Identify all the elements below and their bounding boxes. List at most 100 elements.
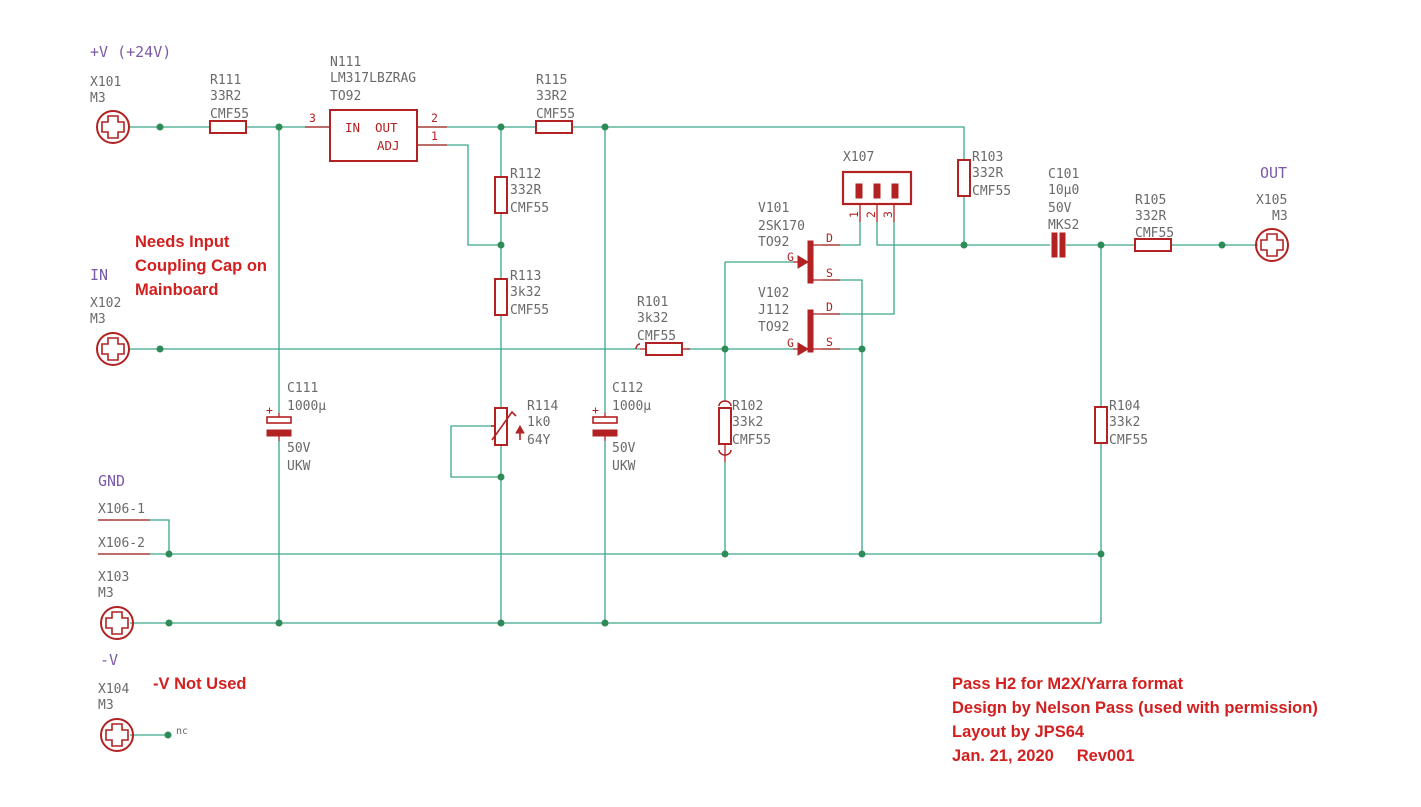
net-label-vplus: +V (+24V)	[90, 43, 171, 61]
credit-line-2: Design by Nelson Pass (used with permiss…	[952, 699, 1318, 717]
r114-ref: R114	[527, 399, 558, 414]
v102-value: J112	[758, 303, 789, 318]
resistor-r102-icon	[718, 400, 732, 462]
connector-x105-icon	[1255, 228, 1289, 262]
r111-value: 33R2	[210, 89, 241, 104]
resistor-r101-icon	[635, 342, 690, 356]
c111-ref: C111	[287, 381, 318, 396]
r103-ref: R103	[972, 150, 1003, 165]
r112-type: CMF55	[510, 201, 549, 216]
resistor-r104-icon	[1094, 406, 1108, 444]
junctions	[156, 123, 1226, 739]
n111-out-label: OUT	[375, 120, 398, 135]
v102-pin-g: G	[787, 336, 794, 350]
r111-ref: R111	[210, 73, 241, 88]
n111-pin-out: 2	[431, 111, 438, 125]
r112-value: 332R	[510, 183, 541, 198]
x107-pin-1: 1	[847, 211, 861, 218]
c112-ref: C112	[612, 381, 643, 396]
c101-voltage: 50V	[1048, 201, 1072, 216]
n111-adj-label: ADJ	[377, 138, 400, 153]
r104-ref: R104	[1109, 399, 1140, 414]
r104-value: 33k2	[1109, 415, 1140, 430]
x107-pin-2: 2	[864, 211, 878, 218]
r105-value: 332R	[1135, 209, 1166, 224]
note-input-cap-line-2: Coupling Cap on	[135, 257, 267, 275]
net-label-out: OUT	[1260, 164, 1287, 182]
credit-line-3: Layout by JPS64	[952, 723, 1085, 741]
resistor-r115-icon	[535, 120, 573, 134]
x103-ref: X103	[98, 570, 129, 585]
x104-value: M3	[98, 698, 114, 713]
x105-ref: X105	[1256, 193, 1287, 208]
r115-type: CMF55	[536, 107, 575, 122]
x102-ref: X102	[90, 296, 121, 311]
connector-x102-icon	[96, 332, 130, 366]
credit-line-4: Jan. 21, 2020 Rev001	[952, 747, 1135, 765]
v102-package: TO92	[758, 320, 789, 335]
x106-1-label: X106-1	[98, 502, 145, 517]
x101-value: M3	[90, 91, 106, 106]
r103-type: CMF55	[972, 184, 1011, 199]
connector-x103-icon	[100, 606, 134, 640]
r113-ref: R113	[510, 269, 541, 284]
capacitor-c101-icon	[1051, 232, 1066, 258]
r115-value: 33R2	[536, 89, 567, 104]
net-label-vminus: -V	[100, 651, 118, 669]
c111-value: 1000µ	[287, 399, 326, 414]
r112-ref: R112	[510, 167, 541, 182]
x101-ref: X101	[90, 75, 121, 90]
r103-value: 332R	[972, 166, 1003, 181]
x104-ref: X104	[98, 682, 129, 697]
x106-2-label: X106-2	[98, 536, 145, 551]
v101-pin-d: D	[826, 231, 833, 245]
resistor-r103-icon	[957, 159, 971, 197]
x105-value: M3	[1272, 209, 1288, 224]
jfet-v101-icon	[793, 240, 840, 284]
potentiometer-r114-icon	[491, 407, 525, 446]
r105-ref: R105	[1135, 193, 1166, 208]
n111-pin-adj: 1	[431, 129, 438, 143]
r114-value: 1k0	[527, 415, 550, 430]
connector-x101-icon	[96, 110, 130, 144]
c111-voltage: 50V	[287, 441, 311, 456]
c112-value: 1000µ	[612, 399, 651, 414]
r111-type: CMF55	[210, 107, 249, 122]
r102-value: 33k2	[732, 415, 763, 430]
net-label-in: IN	[90, 266, 108, 284]
svg-text:+: +	[592, 403, 599, 417]
wires	[98, 126, 1258, 736]
credit-line-1: Pass H2 for M2X/Yarra format	[952, 675, 1184, 693]
v101-value: 2SK170	[758, 219, 805, 234]
v102-ref: V102	[758, 286, 789, 301]
jfet-v102-icon	[793, 309, 840, 356]
n111-pin-in: 3	[309, 111, 316, 125]
v101-pin-s: S	[826, 266, 833, 280]
v101-package: TO92	[758, 235, 789, 250]
svg-text:+: +	[266, 403, 273, 417]
x102-value: M3	[90, 312, 106, 327]
n111-ref: N111	[330, 55, 361, 70]
resistor-r111-icon	[209, 120, 247, 134]
r113-value: 3k32	[510, 285, 541, 300]
c101-value: 10µ0	[1048, 183, 1079, 198]
r101-ref: R101	[637, 295, 668, 310]
r113-type: CMF55	[510, 303, 549, 318]
v102-pin-s: S	[826, 335, 833, 349]
note-input-cap-line-1: Needs Input	[135, 233, 230, 251]
r102-ref: R102	[732, 399, 763, 414]
capacitor-c112-icon: +	[592, 403, 618, 441]
header-x107-icon	[841, 170, 913, 222]
r105-type: CMF55	[1135, 226, 1174, 241]
r114-type: 64Y	[527, 433, 551, 448]
connector-x104-icon	[100, 718, 134, 752]
capacitor-c111-icon: +	[266, 403, 292, 441]
regulator-n111-icon	[305, 109, 447, 162]
v102-pin-d: D	[826, 300, 833, 314]
n111-in-label: IN	[345, 120, 360, 135]
r101-type: CMF55	[637, 329, 676, 344]
note-v-not-used: -V Not Used	[153, 675, 247, 693]
c112-type: UKW	[612, 459, 636, 474]
c101-ref: C101	[1048, 167, 1079, 182]
net-label-gnd: GND	[98, 472, 125, 490]
